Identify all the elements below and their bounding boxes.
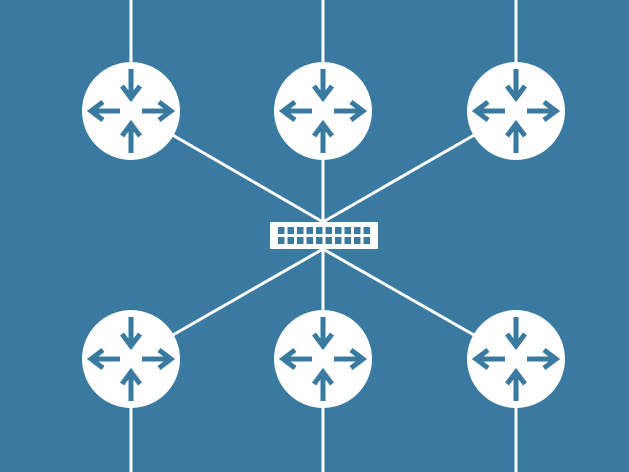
router-arrow-head	[120, 119, 142, 138]
router-arrow-head	[120, 367, 142, 386]
router-icon	[274, 310, 372, 408]
router-arrow-head	[312, 332, 334, 351]
switch-port	[297, 237, 304, 244]
router-arrow-head	[505, 332, 527, 351]
router-arrow-head	[120, 84, 142, 103]
router-bottom-center	[274, 310, 372, 408]
router-nodes	[82, 62, 565, 408]
router-arrow-head	[157, 100, 176, 122]
switch-port	[287, 227, 294, 234]
router-top-left	[82, 62, 180, 160]
router-icon	[82, 62, 180, 160]
router-arrow-head	[86, 348, 105, 370]
switch-port	[278, 227, 285, 234]
router-arrow-head	[471, 100, 490, 122]
switch-port	[363, 237, 370, 244]
router-arrow-head	[278, 100, 297, 122]
switch-port	[354, 227, 361, 234]
switch-port	[316, 227, 323, 234]
router-arrow-head	[157, 348, 176, 370]
router-bottom-left	[82, 310, 180, 408]
router-arrow-head	[471, 348, 490, 370]
router-arrow-head	[349, 100, 368, 122]
network-switch-icon	[270, 222, 378, 249]
router-arrow-head	[312, 119, 334, 138]
router-arrow-head	[312, 367, 334, 386]
router-arrow-head	[505, 119, 527, 138]
router-icon	[467, 62, 565, 160]
router-top-right	[467, 62, 565, 160]
switch-port	[363, 227, 370, 234]
router-arrow-head	[542, 348, 561, 370]
router-arrow-head	[278, 348, 297, 370]
router-top-center	[274, 62, 372, 160]
router-icon	[274, 62, 372, 160]
router-icon	[82, 310, 180, 408]
switch-port	[297, 227, 304, 234]
router-icon	[467, 310, 565, 408]
switch-port	[306, 237, 313, 244]
switch-port	[354, 237, 361, 244]
switch-port	[306, 227, 313, 234]
router-arrow-head	[86, 100, 105, 122]
switch-port	[335, 237, 342, 244]
switch-port	[316, 237, 323, 244]
switch-port	[325, 227, 332, 234]
router-bottom-right	[467, 310, 565, 408]
switch-port	[278, 237, 285, 244]
router-arrow-head	[120, 332, 142, 351]
switch-port	[344, 227, 351, 234]
switch-port	[344, 237, 351, 244]
router-arrow-head	[542, 100, 561, 122]
switch-port	[325, 237, 332, 244]
router-arrow-head	[505, 367, 527, 386]
router-arrow-head	[349, 348, 368, 370]
switch-port	[335, 227, 342, 234]
router-arrow-head	[312, 84, 334, 103]
switch-port	[287, 237, 294, 244]
router-arrow-head	[505, 84, 527, 103]
switch-body	[270, 222, 378, 249]
